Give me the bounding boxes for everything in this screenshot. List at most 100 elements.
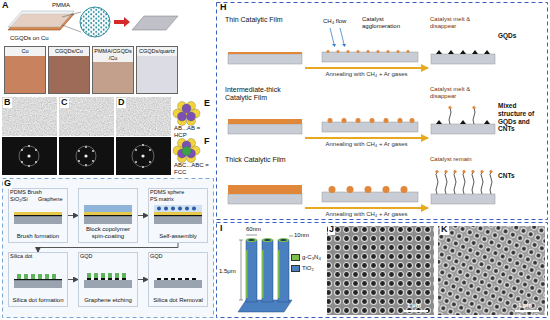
cvd-growth-scheme — [329, 186, 408, 193]
photo-tile: Cu — [4, 46, 46, 94]
cvd-growth-scheme — [460, 50, 466, 54]
cvd-growth-scheme — [367, 50, 370, 53]
tem-images — [116, 137, 171, 175]
node-label: Thin Catalytic Film — [225, 16, 305, 24]
cvd-growth-scheme — [471, 170, 474, 173]
photo-tile: PMMA/CGQDs/Cu — [92, 46, 134, 94]
process-arrow — [138, 279, 148, 280]
panel-letter: C — [60, 98, 69, 108]
tem-images — [85, 164, 87, 166]
cvd-growth-scheme — [228, 54, 302, 64]
process-step: Block copolymer spin-coating — [78, 188, 138, 243]
annotation: CGQDs on Cu — [10, 35, 49, 42]
material-label: PDMS sphere — [150, 189, 184, 195]
tem-images — [141, 154, 144, 157]
cvd-growth-scheme — [322, 122, 418, 132]
material-label: PDMS Brush — [10, 189, 42, 195]
nanotube-array — [239, 240, 243, 241]
process-step: Graphene etching — [78, 252, 138, 307]
lithography-steps — [14, 216, 62, 224]
cvd-growth-scheme — [436, 120, 490, 124]
cvd-growth-scheme — [377, 50, 380, 53]
edge-label: Annealing with CH₄ + Ar gases — [325, 141, 409, 148]
sem-images — [438, 226, 545, 315]
lithography-steps — [164, 278, 168, 280]
cvd-growth-scheme — [332, 44, 336, 47]
cvd-growth-scheme — [387, 50, 390, 53]
cvd-growth-scheme — [228, 28, 495, 204]
lithography-steps — [122, 278, 126, 280]
lithography-steps — [115, 273, 119, 278]
lithography-steps — [122, 273, 126, 278]
cvd-growth-scheme — [327, 50, 330, 53]
node-caption: Mixed structure of GQDs and CNTs — [498, 102, 544, 133]
stacking-spheres — [178, 112, 187, 121]
cvd-growth-scheme — [462, 170, 465, 173]
node-label: Brush formation — [11, 233, 65, 240]
node-label: Thick Catalytic Film — [225, 156, 305, 164]
cvd-growth-scheme — [397, 50, 400, 53]
nanotube-array — [278, 250, 280, 298]
tem-images — [19, 146, 39, 166]
cu-foil-schematic — [80, 7, 110, 37]
lithography-steps — [87, 273, 91, 278]
lithography-steps — [84, 216, 132, 224]
cvd-growth-scheme — [228, 119, 302, 124]
cvd-growth-scheme — [322, 192, 418, 202]
cvd-growth-scheme — [489, 170, 492, 173]
panel-frame — [217, 223, 548, 318]
nanotube-array — [262, 240, 273, 302]
tem-images — [92, 160, 94, 162]
node-label: Silica dot Removal — [151, 297, 205, 304]
photo-tile: CGQDs/Cu — [48, 46, 90, 94]
lithography-steps — [87, 278, 91, 280]
annotation: PMMA — [52, 2, 70, 9]
lithography-steps — [38, 274, 42, 279]
legend-swatch — [291, 254, 300, 261]
growth-result: Catalyst melt & disappearMixed structure… — [428, 84, 546, 146]
nanotube-array — [262, 250, 264, 298]
tem-images — [135, 161, 137, 163]
lithography-steps — [84, 280, 132, 288]
stacking-spheres — [187, 112, 196, 121]
nanotube-array — [246, 238, 289, 242]
cvd-growth-scheme — [436, 50, 442, 54]
lithography-steps — [154, 216, 202, 224]
cvd-growth-scheme — [436, 172, 492, 194]
stacking-spheres — [182, 147, 191, 156]
cvd-growth-scheme — [445, 172, 447, 194]
catalytic-film: Thin Catalytic Film — [225, 16, 305, 74]
cvd-growth-scheme — [328, 118, 333, 123]
annotation: 10nm — [294, 232, 309, 239]
cvd-growth-scheme — [480, 170, 483, 173]
nanotube-array — [246, 250, 248, 298]
nanotube-array — [248, 239, 254, 241]
cvd-growth-scheme — [328, 118, 415, 123]
photo-tile: CGQDs/quartz — [136, 46, 178, 94]
sem-images — [327, 226, 545, 315]
cvd-growth-scheme — [410, 118, 415, 123]
cu-foil-schematic — [114, 17, 130, 27]
cvd-growth-scheme — [484, 50, 490, 54]
cvd-growth-scheme — [383, 186, 390, 193]
annotation: CH₄ flow — [323, 18, 346, 25]
panel-letter: D — [117, 98, 126, 108]
cvd-growth-scheme — [436, 120, 442, 124]
annealing-arrow — [305, 137, 428, 139]
lithography-steps — [17, 274, 56, 279]
catalytic-film: Intermediate-thick Catalytic Film — [225, 86, 305, 144]
process-step: Silica dot formation — [8, 252, 68, 307]
cu-foil-schematic — [62, 12, 81, 17]
tem-images — [135, 149, 137, 151]
node-label: Catalyst melt & disappear — [430, 16, 494, 30]
tem-images — [59, 137, 114, 175]
growth-result: Catalyst melt & disappearGQDs — [428, 14, 546, 76]
cvd-growth-scheme — [340, 28, 344, 44]
lithography-steps — [185, 207, 189, 211]
panel-letter: E — [203, 99, 211, 109]
cvd-growth-scheme — [329, 186, 336, 193]
lithography-steps — [185, 278, 189, 280]
cvd-growth-scheme — [448, 106, 451, 109]
cvd-growth-scheme — [436, 172, 438, 194]
node-label: Cu — [5, 47, 45, 56]
